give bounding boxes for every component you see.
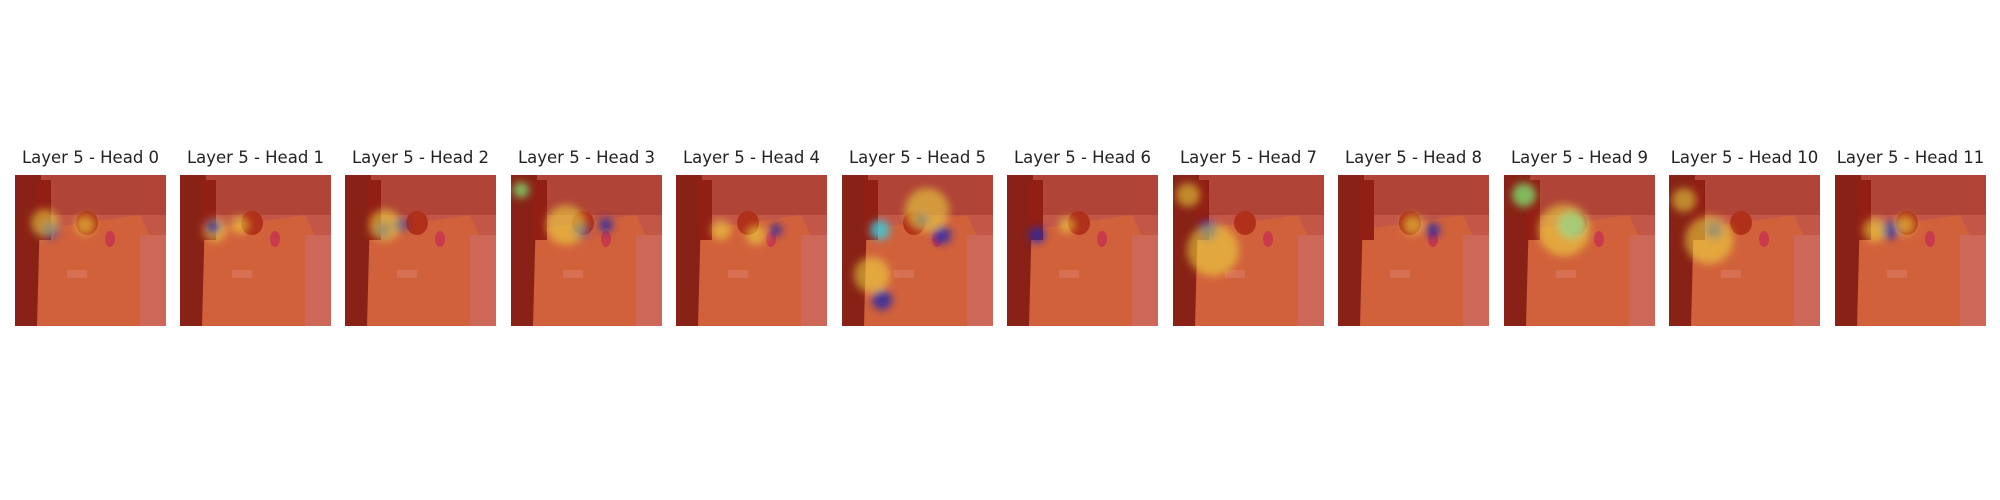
attention-heatmap-image: [842, 175, 993, 326]
panel-title: Layer 5 - Head 11: [1836, 148, 1985, 167]
attention-heatmap-image: [1338, 175, 1489, 326]
panel-title: Layer 5 - Head 7: [1179, 148, 1318, 167]
attention-heatmap-image: [1669, 175, 1820, 326]
attention-heatmap-image: [1835, 175, 1986, 326]
attention-heatmap-image: [1007, 175, 1158, 326]
attention-heatmap-image: [15, 175, 166, 326]
attention-heatmap-image: [1173, 175, 1324, 326]
panel-title: Layer 5 - Head 0: [21, 148, 160, 167]
panel-title: Layer 5 - Head 1: [186, 148, 325, 167]
attention-heatmap-image: [345, 175, 496, 326]
panel-title: Layer 5 - Head 10: [1670, 148, 1819, 167]
panel-title: Layer 5 - Head 6: [1013, 148, 1152, 167]
attention-heatmap-image: [1504, 175, 1655, 326]
panel-title: Layer 5 - Head 9: [1510, 148, 1649, 167]
panel-title: Layer 5 - Head 2: [351, 148, 490, 167]
panel-title: Layer 5 - Head 4: [682, 148, 821, 167]
panel-title: Layer 5 - Head 3: [517, 148, 656, 167]
attention-heatmap-image: [180, 175, 331, 326]
panel-title: Layer 5 - Head 8: [1344, 148, 1483, 167]
attention-heatmap-image: [511, 175, 662, 326]
panel-title: Layer 5 - Head 5: [848, 148, 987, 167]
attention-heatmap-image: [676, 175, 827, 326]
